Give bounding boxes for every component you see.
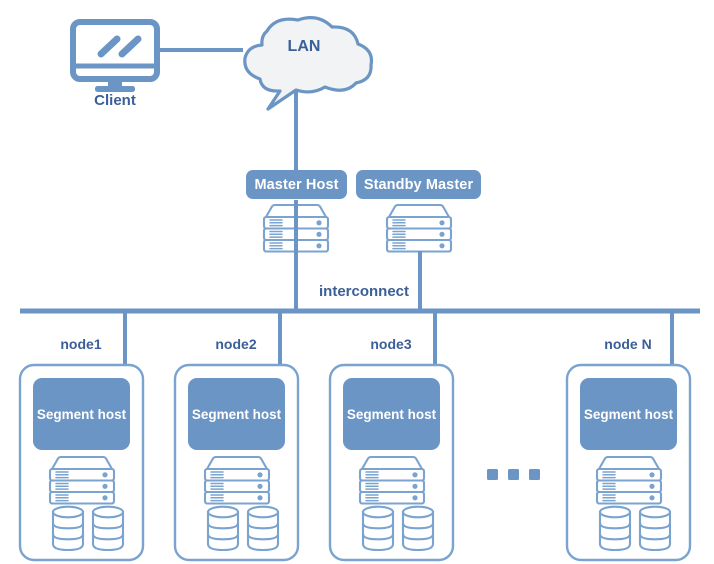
standby-master-pill[interactable]: Standby Master <box>356 170 481 199</box>
segment-host-panel-n[interactable]: Segment host <box>580 378 677 450</box>
database-cylinder-icon <box>51 505 85 552</box>
lan-label: LAN <box>287 38 321 55</box>
database-cylinder-icon <box>401 505 435 552</box>
monitor-icon <box>70 19 160 92</box>
node-caption-3: node3 <box>370 336 412 352</box>
database-cylinder-icon <box>598 505 632 552</box>
node-caption-2: node2 <box>215 336 257 352</box>
segment-host-panel-3[interactable]: Segment host <box>343 378 440 450</box>
segment-server-icon <box>358 455 426 505</box>
segment-host-panel-1[interactable]: Segment host <box>33 378 130 450</box>
node-caption-1: node1 <box>60 336 102 352</box>
standby-master-server-icon <box>385 203 453 253</box>
interconnect-label: interconnect <box>312 283 416 300</box>
segment-host-panel-2[interactable]: Segment host <box>188 378 285 450</box>
database-cylinder-icon <box>206 505 240 552</box>
node-caption-n: node N <box>604 336 652 352</box>
client-label: Client <box>94 92 136 109</box>
database-cylinder-icon <box>246 505 280 552</box>
segment-server-icon <box>48 455 116 505</box>
segment-server-icon <box>595 455 663 505</box>
ellipsis-dots-icon <box>487 469 540 480</box>
database-cylinder-icon <box>91 505 125 552</box>
database-cylinder-icon <box>638 505 672 552</box>
database-cylinder-icon <box>361 505 395 552</box>
master-host-pill[interactable]: Master Host <box>246 170 347 199</box>
segment-server-icon <box>203 455 271 505</box>
cloud-icon <box>243 16 374 111</box>
